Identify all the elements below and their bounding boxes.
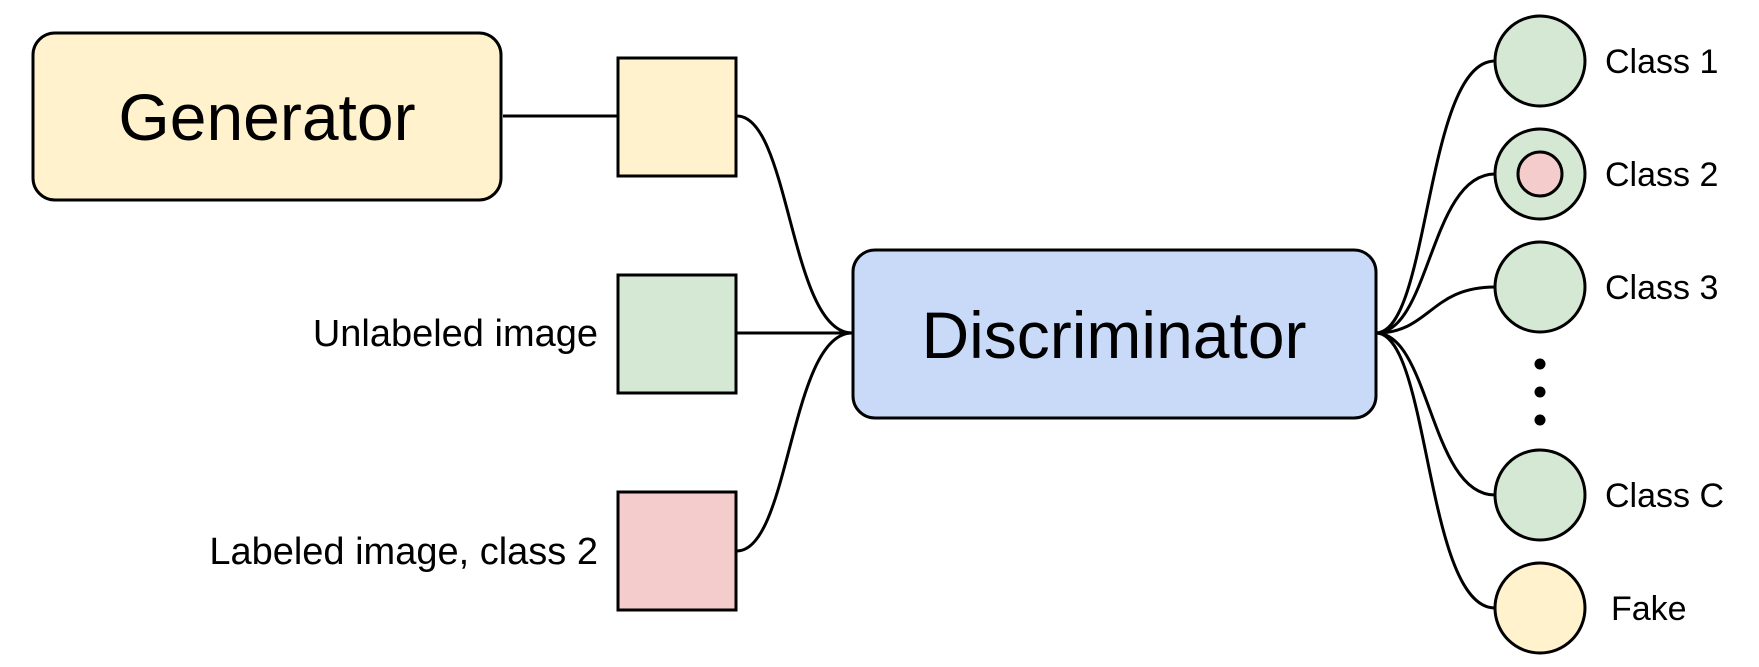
discriminator-label: Discriminator (921, 298, 1306, 372)
generator-node: Generator (31, 31, 503, 202)
output-class-1: Class 1 (1493, 14, 1718, 108)
output-class-2: Class 2 (1493, 127, 1718, 221)
ellipsis-dots (1534, 358, 1546, 426)
class-1-label: Class 1 (1605, 43, 1718, 81)
output-fake: Fake (1493, 561, 1687, 655)
discriminator-node: Discriminator (851, 248, 1378, 420)
labeled-image-square (616, 490, 738, 612)
class-2-label: Class 2 (1605, 156, 1718, 194)
ellipsis-dot (1534, 386, 1546, 398)
generator-label: Generator (118, 80, 415, 154)
generated-image-square (616, 56, 738, 178)
class-1-circle (1493, 14, 1587, 108)
ellipsis-dot (1534, 358, 1546, 370)
discriminator-box (851, 248, 1378, 420)
class-2-highlight-dot (1516, 150, 1564, 198)
ellipsis-dot (1534, 414, 1546, 426)
discriminator-to-class-2-line (1375, 172, 1496, 335)
generator-box (31, 31, 503, 202)
discriminator-to-fake-line (1375, 331, 1496, 610)
fake-circle (1493, 561, 1587, 655)
labeled-image-label: Labeled image, class 2 (209, 531, 598, 573)
fake-label: Fake (1611, 590, 1687, 628)
class-c-label: Class C (1605, 477, 1724, 515)
discriminator-to-class-3-line (1375, 285, 1496, 335)
output-class-3: Class 3 (1493, 240, 1718, 334)
labeled-input-to-discriminator-line (736, 331, 853, 553)
class-3-label: Class 3 (1605, 269, 1718, 307)
unlabeled-image-label: Unlabeled image (313, 313, 598, 355)
labeled-image-input: Labeled image, class 2 (209, 490, 738, 612)
class-3-circle (1493, 240, 1587, 334)
class-c-circle (1493, 448, 1587, 542)
discriminator-to-class-c-line (1375, 331, 1496, 497)
discriminator-to-class-1-line (1375, 59, 1496, 335)
unlabeled-image-input: Unlabeled image (313, 273, 738, 395)
unlabeled-image-square (616, 273, 738, 395)
fake-input-to-discriminator-line (736, 114, 853, 335)
output-class-c: Class C (1493, 448, 1724, 542)
